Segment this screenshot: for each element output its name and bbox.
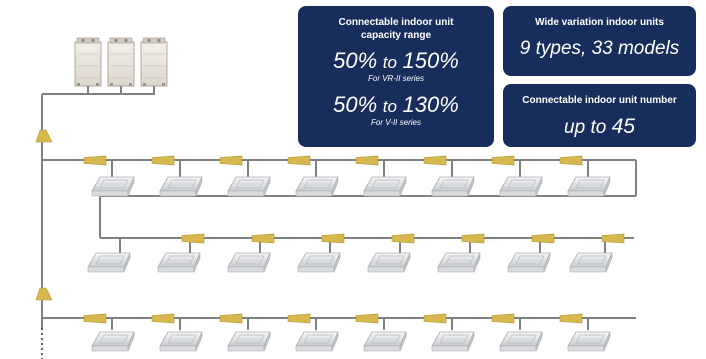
- cassette-indoor-unit-icon: [567, 331, 611, 352]
- unit-number-title: Connectable indoor unit number: [522, 95, 677, 106]
- capacity-range-panel: Connectable indoor unit capacity range 5…: [298, 6, 494, 147]
- variation-title: Wide variation indoor units: [535, 17, 664, 28]
- indoor-row-1: [83, 155, 611, 197]
- indoor-row-3: [83, 313, 611, 352]
- cassette-indoor-unit-icon: [87, 252, 131, 273]
- branch-joint-icon: [491, 313, 515, 324]
- branch-joint-icon: [287, 313, 311, 324]
- branch-joint-icon: [491, 155, 515, 166]
- unit-number-panel: Connectable indoor unit number up to 45: [503, 84, 696, 147]
- branch-joint-icon: [355, 155, 379, 166]
- capacity-range-vr2: 50% to 150%: [333, 48, 459, 73]
- branch-joint-icon: [83, 155, 107, 166]
- unit-number-value: up to 45: [564, 115, 635, 139]
- cassette-indoor-unit-icon: [227, 176, 271, 197]
- outdoor-unit-icon: [140, 37, 168, 87]
- cassette-indoor-unit-icon: [91, 331, 135, 352]
- branch-joint-icon: [321, 233, 345, 244]
- cassette-indoor-unit-icon: [437, 252, 481, 273]
- cassette-indoor-unit-icon: [569, 252, 613, 273]
- cassette-indoor-unit-icon: [363, 176, 407, 197]
- capacity-range-v2: 50% to 130%: [333, 92, 459, 117]
- cassette-indoor-unit-icon: [567, 176, 611, 197]
- cassette-indoor-unit-icon: [499, 331, 543, 352]
- capacity-range-vr2-series: For VR-II series: [367, 74, 424, 83]
- capacity-range-title: Connectable indoor unit capacity range: [338, 17, 454, 41]
- branch-joint-icon: [461, 233, 485, 244]
- capacity-range-v2-series: For V-II series: [371, 118, 421, 127]
- cassette-indoor-unit-icon: [507, 252, 551, 273]
- outdoor-unit-icon: [107, 37, 135, 87]
- variation-value: 9 types, 33 models: [519, 38, 680, 59]
- branch-joint-icon: [423, 313, 447, 324]
- branch-joint-icon: [355, 313, 379, 324]
- branch-joint-icon: [219, 313, 243, 324]
- cassette-indoor-unit-icon: [363, 331, 407, 352]
- cassette-indoor-unit-icon: [297, 252, 341, 273]
- branch-joint-icon: [559, 155, 583, 166]
- branch-joint-icon: [181, 233, 205, 244]
- branch-joint-icon: [423, 155, 447, 166]
- cassette-indoor-unit-icon: [159, 331, 203, 352]
- cassette-indoor-unit-icon: [91, 176, 135, 197]
- cassette-indoor-unit-icon: [431, 176, 475, 197]
- indoor-row-2: [87, 233, 625, 273]
- cassette-indoor-unit-icon: [295, 176, 339, 197]
- cassette-indoor-unit-icon: [227, 252, 271, 273]
- cassette-indoor-unit-icon: [367, 252, 411, 273]
- cassette-indoor-unit-icon: [499, 176, 543, 197]
- branch-header-icon: [35, 129, 53, 143]
- branch-joint-icon: [287, 155, 311, 166]
- variation-panel: Wide variation indoor units 9 types, 33 …: [503, 6, 696, 76]
- branch-joint-icon: [391, 233, 415, 244]
- branch-joint-icon: [151, 155, 175, 166]
- outdoor-unit-group: [74, 37, 168, 87]
- branch-joint-icon: [601, 233, 625, 244]
- cassette-indoor-unit-icon: [159, 176, 203, 197]
- cassette-indoor-unit-icon: [157, 252, 201, 273]
- branch-joint-icon: [151, 313, 175, 324]
- branch-joint-icon: [531, 233, 555, 244]
- branch-joint-icon: [251, 233, 275, 244]
- cassette-indoor-unit-icon: [227, 331, 271, 352]
- branch-header-icon: [35, 287, 53, 301]
- branch-joint-icon: [559, 313, 583, 324]
- outdoor-unit-icon: [74, 37, 102, 87]
- branch-joint-icon: [219, 155, 243, 166]
- cassette-indoor-unit-icon: [295, 331, 339, 352]
- cassette-indoor-unit-icon: [431, 331, 475, 352]
- branch-joint-icon: [83, 313, 107, 324]
